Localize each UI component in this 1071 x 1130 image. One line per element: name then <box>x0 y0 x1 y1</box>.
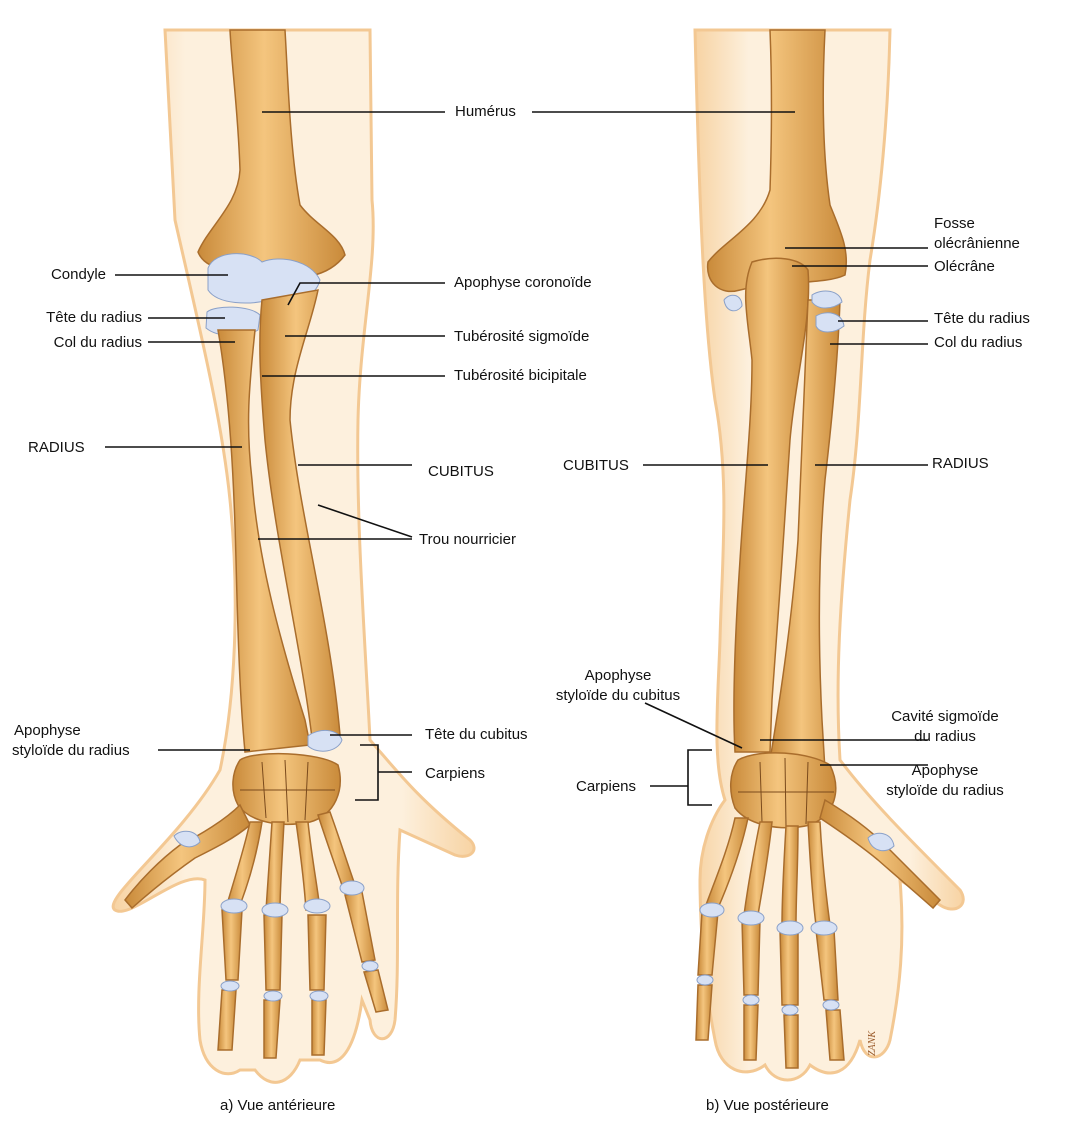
caption-anterior: a) Vue antérieure <box>220 1097 336 1114</box>
anterior-fingers <box>217 811 389 1059</box>
label-col-radius-posterior: Col du radius <box>934 334 1023 351</box>
label-carpiens-posterior: Carpiens <box>576 778 637 795</box>
label-apophyse-styloide-cubitus-1: Apophyse <box>584 667 652 684</box>
label-apophyse-styloide-radius-anterior-2: styloïde du radius <box>12 742 130 759</box>
label-fosse-2: olécrânienne <box>934 235 1020 252</box>
anterior-view <box>111 28 476 1084</box>
label-fosse-1: Fosse <box>934 215 975 232</box>
label-apophyse-styloide-radius-posterior-2: styloïde du radius <box>886 782 1004 799</box>
label-tuberosite-sigmoide: Tubérosité sigmoïde <box>454 328 590 345</box>
label-carpiens-anterior: Carpiens <box>425 765 486 782</box>
label-tete-radius-anterior: Tête du radius <box>46 309 142 326</box>
label-apophyse-coronoide: Apophyse coronoïde <box>454 274 592 291</box>
label-humerus: Humérus <box>455 103 516 120</box>
artist-signature: ZANK <box>867 1030 879 1057</box>
posterior-view <box>693 28 965 1082</box>
label-condyle: Condyle <box>50 266 106 283</box>
anterior-radius-head <box>205 306 261 337</box>
label-olecrane: Olécrâne <box>934 258 995 275</box>
label-cubitus-posterior: CUBITUS <box>563 457 629 474</box>
label-radius-anterior: RADIUS <box>28 439 85 456</box>
label-col-radius-anterior: Col du radius <box>53 334 142 351</box>
label-cubitus-anterior: CUBITUS <box>428 463 494 480</box>
label-cavite-sigmoide-2: du radius <box>914 728 976 745</box>
posterior-joint-cartilage <box>696 902 840 1016</box>
label-tuberosite-bicipitale: Tubérosité bicipitale <box>454 367 587 384</box>
leader-lines <box>105 111 928 806</box>
anterior-condyle-cartilage <box>207 253 321 304</box>
label-apophyse-styloide-cubitus-2: styloïde du cubitus <box>555 687 681 704</box>
posterior-thumb <box>819 798 942 910</box>
label-tete-radius-posterior: Tête du radius <box>934 310 1030 327</box>
label-trou-nourricier: Trou nourricier <box>419 531 516 548</box>
label-apophyse-styloide-radius-posterior-1: Apophyse <box>911 762 979 779</box>
label-cavite-sigmoide-1: Cavité sigmoïde <box>891 708 999 725</box>
label-apophyse-styloide-radius-anterior-1: Apophyse <box>14 722 81 739</box>
caption-posterior: b) Vue postérieure <box>706 1097 829 1114</box>
anterior-joint-cartilage <box>220 880 379 1002</box>
label-tete-cubitus: Tête du cubitus <box>425 726 528 743</box>
label-radius-posterior: RADIUS <box>932 455 989 472</box>
